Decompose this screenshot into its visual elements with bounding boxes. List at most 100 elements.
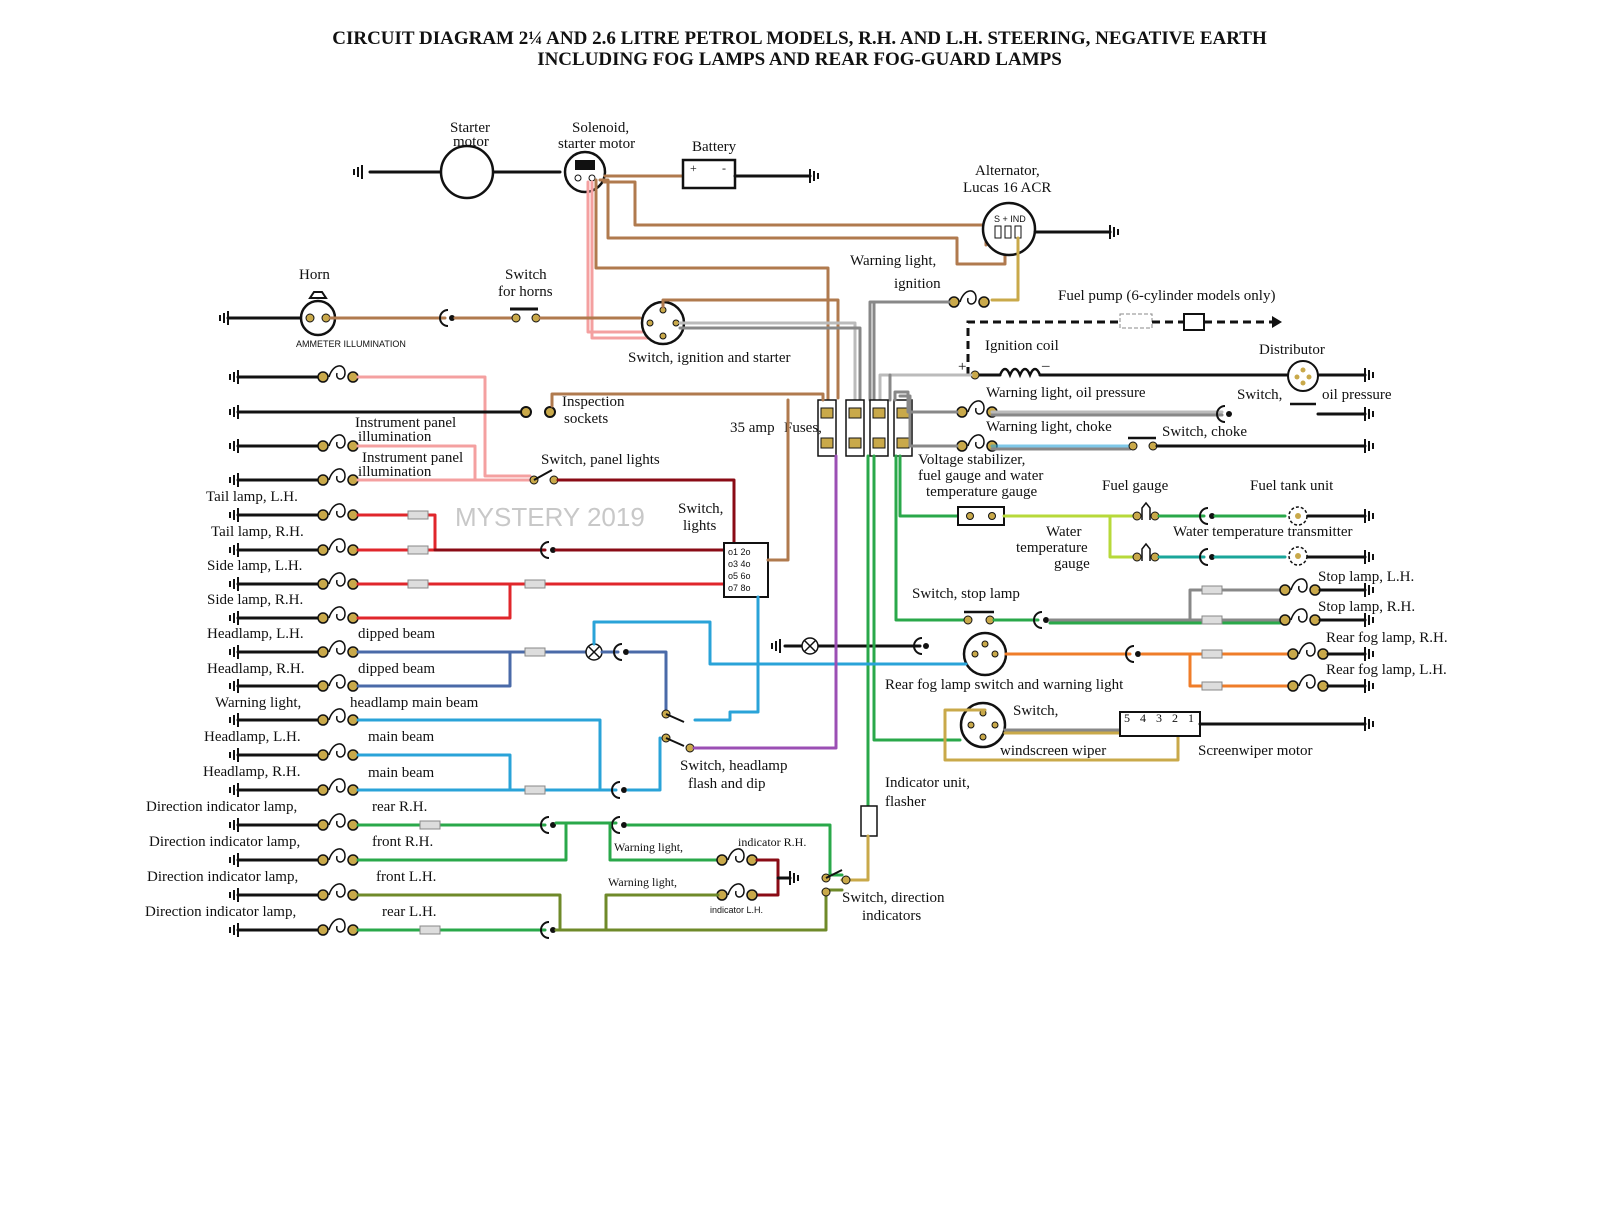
coil-icon bbox=[998, 367, 1042, 379]
earth-icon bbox=[771, 638, 781, 654]
lamp-icon bbox=[317, 708, 359, 726]
inspection-sockets-row: Inspection sockets bbox=[229, 392, 825, 427]
wiper-terminal-4: 4 bbox=[1140, 711, 1146, 725]
horn-label: Horn bbox=[299, 267, 330, 283]
stop-lamp-lh-icon bbox=[1279, 578, 1321, 596]
horn-switch-label: Switch bbox=[505, 267, 547, 283]
stabilizer-label-3: temperature gauge bbox=[926, 484, 1038, 500]
headlamp-rh-main-row: Headlamp, R.H. main beam bbox=[203, 736, 662, 799]
stop-switch-label: Switch, stop lamp bbox=[912, 586, 1020, 602]
lights-switch-label-2: lights bbox=[683, 518, 717, 534]
ignition-coil-label: Ignition coil bbox=[985, 338, 1059, 354]
lamp-icon bbox=[317, 778, 359, 796]
watermark: MYSTERY 2019 bbox=[455, 502, 645, 532]
wiper-switch-icon bbox=[959, 701, 1007, 749]
warning-lamp-icon bbox=[948, 290, 990, 308]
tail-rh-label: Tail lamp, R.H. bbox=[211, 524, 304, 540]
headlamp-rh-main-label: Headlamp, R.H. bbox=[203, 764, 300, 780]
water-transmitter-icon bbox=[1288, 546, 1308, 566]
inspection-sockets-label-2: sockets bbox=[564, 411, 608, 427]
starter-label: Starter bbox=[450, 120, 490, 136]
headlamp-switch-label-2: flash and dip bbox=[688, 776, 765, 792]
screenwiper-motor-label: Screenwiper motor bbox=[1198, 743, 1313, 759]
tail-lh-label: Tail lamp, L.H. bbox=[206, 489, 298, 505]
fuses-amp-label: 35 amp bbox=[730, 420, 775, 436]
side-rh-label: Side lamp, R.H. bbox=[207, 592, 303, 608]
front-lh-label: front L.H. bbox=[376, 869, 436, 885]
ignition-switch-label: Switch, ignition and starter bbox=[628, 350, 790, 366]
lamp-icon bbox=[317, 848, 359, 866]
starter-label-2: motor bbox=[453, 134, 489, 150]
dir-ind-front-lh-row: Direction indicator lamp, front L.H. War… bbox=[147, 869, 763, 932]
stop-lh-label: Stop lamp, L.H. bbox=[1318, 569, 1414, 585]
lights-switch-terminal-2: o3 4o bbox=[728, 559, 751, 569]
diagram-title-line2: INCLUDING FOG LAMPS AND REAR FOG-GUARD L… bbox=[537, 49, 1062, 70]
lights-switch-terminal-4: o7 8o bbox=[728, 583, 751, 593]
ignition-warning: Warning light, ignition bbox=[850, 253, 990, 402]
dir-ind-rear-lh-row: Direction indicator lamp, rear L.H. bbox=[145, 888, 844, 939]
lamp-icon bbox=[317, 468, 359, 486]
ignition-switch: Switch, ignition and starter bbox=[628, 298, 862, 402]
side-lamp-rh-row: Side lamp, R.H. bbox=[207, 582, 512, 626]
ign-warning-label: Warning light, bbox=[850, 253, 936, 269]
tail-lamp-rh-row: Tail lamp, R.H. MYSTERY 2019 bbox=[211, 502, 726, 559]
wiper-terminal-3: 3 bbox=[1156, 711, 1162, 725]
battery-icon bbox=[681, 158, 737, 190]
instrument-panel-label-b-2: illumination bbox=[358, 464, 432, 480]
fuel-tank-unit-icon bbox=[1288, 506, 1308, 526]
lamp-icon bbox=[317, 572, 359, 590]
ignition-coil: Ignition coil + – Distributor bbox=[878, 338, 1374, 402]
fuel-pump: Fuel pump (6-cylinder models only) bbox=[966, 288, 1282, 375]
voltage-stabilizer-icon bbox=[957, 506, 1005, 526]
starter-circuit: + - Starter motor Solenoid, starter moto… bbox=[353, 120, 1119, 402]
rear-fog-rh-label: Rear fog lamp, R.H. bbox=[1326, 630, 1448, 646]
flasher-unit-icon bbox=[860, 805, 878, 837]
distributor-label: Distributor bbox=[1259, 342, 1325, 358]
stop-rh-label: Stop lamp, R.H. bbox=[1318, 599, 1415, 615]
inspection-socket-icon bbox=[544, 406, 556, 418]
wiper-terminal-5: 5 bbox=[1124, 711, 1130, 725]
fuel-gauge-icon bbox=[1132, 501, 1160, 521]
lamp-icon bbox=[317, 918, 359, 936]
indicator-unit-label: Indicator unit, bbox=[885, 775, 970, 791]
lamp-icon bbox=[317, 674, 359, 692]
fuse-block: 35 amp Fuses, bbox=[730, 399, 913, 457]
coil-minus: – bbox=[1041, 358, 1050, 374]
connector-icon bbox=[611, 816, 628, 834]
lamp-icon bbox=[317, 503, 359, 521]
lights-switch-label: Switch, bbox=[678, 501, 723, 517]
battery-minus: - bbox=[722, 161, 726, 175]
inspection-sockets-label: Inspection bbox=[562, 394, 625, 410]
fog-switch-label: Rear fog lamp switch and warning light bbox=[885, 677, 1124, 693]
warning-lamp-icon bbox=[716, 848, 758, 866]
tail-lamp-lh-row: Tail lamp, L.H. bbox=[206, 489, 437, 552]
direction-switch-label-2: indicators bbox=[862, 908, 921, 924]
rear-fog-switch-icon bbox=[962, 631, 1008, 677]
horn-circuit: Horn AMMETER ILLUMINATION Switch for hor… bbox=[219, 267, 642, 349]
lights-switch-terminal-3: o5 6o bbox=[728, 571, 751, 581]
dir-ind-front-rh-row: Direction indicator lamp, front R.H. War… bbox=[149, 821, 806, 897]
wiper-terminal-1: 1 bbox=[1188, 711, 1194, 725]
lights-switch: o1 2o o3 4o o5 6o o7 8o Switch, lights bbox=[678, 398, 790, 722]
solenoid-label: Solenoid, bbox=[572, 120, 629, 136]
side-lh-label: Side lamp, L.H. bbox=[207, 558, 302, 574]
front-rh-label: front R.H. bbox=[372, 834, 433, 850]
warning-lamp-icon bbox=[716, 883, 758, 901]
screenwiper-motor-icon bbox=[1119, 711, 1201, 737]
solenoid-icon bbox=[563, 150, 607, 194]
lights-switch-terminal-1: o1 2o bbox=[728, 547, 751, 557]
rear-lh-label: rear L.H. bbox=[382, 904, 437, 920]
choke-switch-label: Switch, choke bbox=[1162, 424, 1247, 440]
instrument-panel-row-2: Instrument panel illumination Switch, pa… bbox=[229, 450, 736, 547]
lamp-icon bbox=[317, 434, 359, 452]
indicator-lh-label: indicator L.H. bbox=[710, 905, 763, 915]
instrument-panel-label: Instrument panel bbox=[355, 415, 456, 431]
main-beam-label: main beam bbox=[368, 729, 435, 745]
instrument-panel-label-2: illumination bbox=[358, 429, 432, 445]
ammeter-label: AMMETER ILLUMINATION bbox=[296, 339, 406, 349]
dipped-beam-label: dipped beam bbox=[358, 626, 435, 642]
headlamp-rh-dip-label: Headlamp, R.H. bbox=[207, 661, 304, 677]
distributor-icon bbox=[1287, 360, 1319, 392]
lamp-icon bbox=[317, 743, 359, 761]
indicator-unit-label-2: flasher bbox=[885, 794, 926, 810]
